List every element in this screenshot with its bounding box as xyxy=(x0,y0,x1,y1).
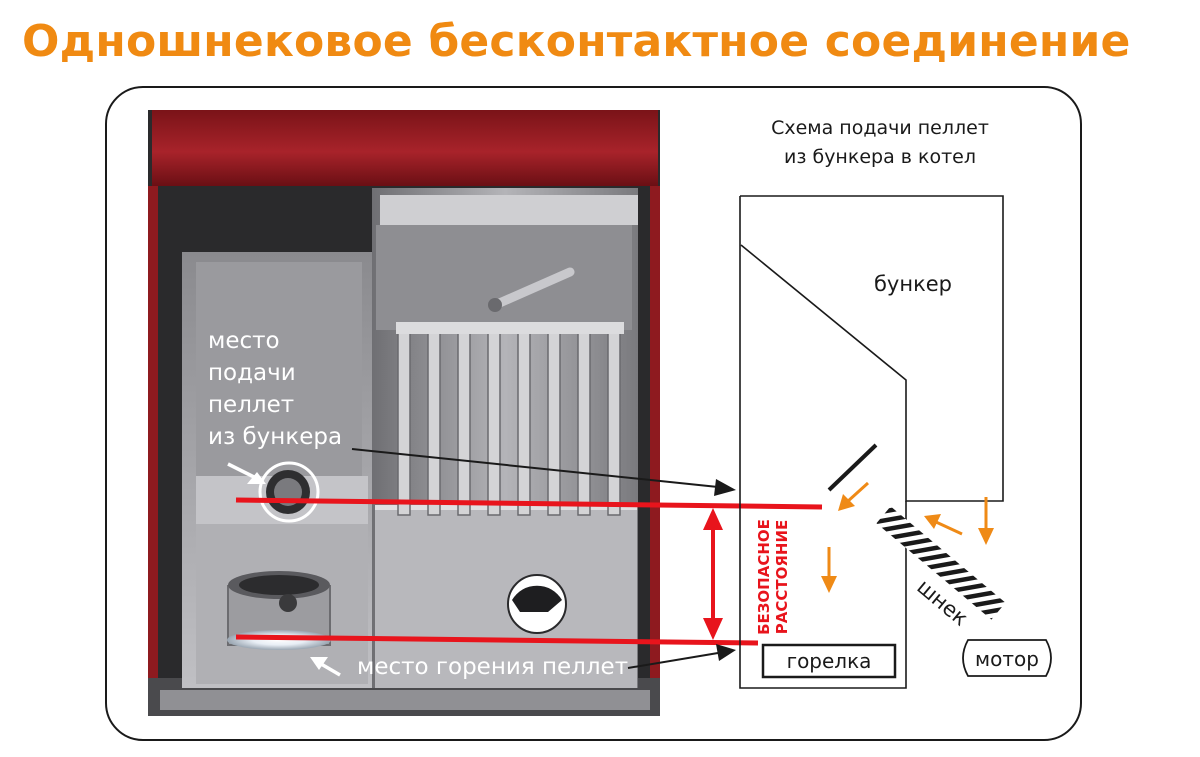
feed-point-line-2: подачи xyxy=(208,360,296,386)
safe-distance-arrow-top xyxy=(703,508,723,530)
boiler-illustration xyxy=(148,110,660,716)
boiler-outline xyxy=(739,196,907,689)
page-title: Одношнековое бесконтактное соединение xyxy=(22,16,1131,67)
feed-point-line-3: пеллет xyxy=(208,392,294,418)
burn-point-label: место горения пеллет xyxy=(357,654,628,680)
safe-distance-line-2: РАССТОЯНИЕ xyxy=(773,520,791,635)
deflector-plate xyxy=(827,443,878,492)
burner-box xyxy=(761,643,897,679)
motor-label: мотор xyxy=(975,647,1039,671)
feed-point-label: место подачи пеллет из бункера xyxy=(208,328,342,450)
safe-distance-arrow-bottom xyxy=(703,618,723,640)
feed-level-line xyxy=(235,497,823,510)
scheme-caption-line-2: из бункера в котел xyxy=(784,146,976,168)
feed-pointer-arrowhead xyxy=(714,479,736,496)
burn-point-pointer-arrowhead xyxy=(310,657,328,670)
feed-point-line-4: из бункера xyxy=(208,424,342,450)
bunker-label: бункер xyxy=(874,272,952,296)
flow-arrow-auger-up xyxy=(935,520,963,536)
flow-arrows xyxy=(821,481,994,593)
diagram-frame xyxy=(105,86,1082,741)
burn-pointer-line xyxy=(627,652,719,669)
feed-point-line-1: место xyxy=(208,328,280,354)
burner-level-line xyxy=(235,634,759,646)
safe-distance-line-1: БЕЗОПАСНОЕ xyxy=(755,519,773,635)
flow-arrow-drop-in xyxy=(845,481,870,504)
feed-point-pointer-arrowhead xyxy=(247,472,266,484)
flow-arrow-drop-in-head xyxy=(838,494,855,511)
bunker-outline xyxy=(740,195,1004,502)
burn-pointer-arrowhead xyxy=(716,644,736,661)
auger xyxy=(876,506,1006,620)
safe-distance-label: БЕЗОПАСНОЕ РАССТОЯНИЕ xyxy=(755,519,791,635)
flow-arrow-bunker-down-head xyxy=(978,528,994,545)
scheme-caption-line-1: Схема подачи пеллет xyxy=(771,117,989,139)
flow-arrow-auger-up-head xyxy=(924,514,941,529)
flow-arrow-fall-down-head xyxy=(821,576,837,593)
burner-label: горелка xyxy=(787,649,872,673)
feed-pointer-line xyxy=(351,448,719,488)
feed-point-marker xyxy=(258,461,320,523)
motor-box xyxy=(962,639,1052,677)
